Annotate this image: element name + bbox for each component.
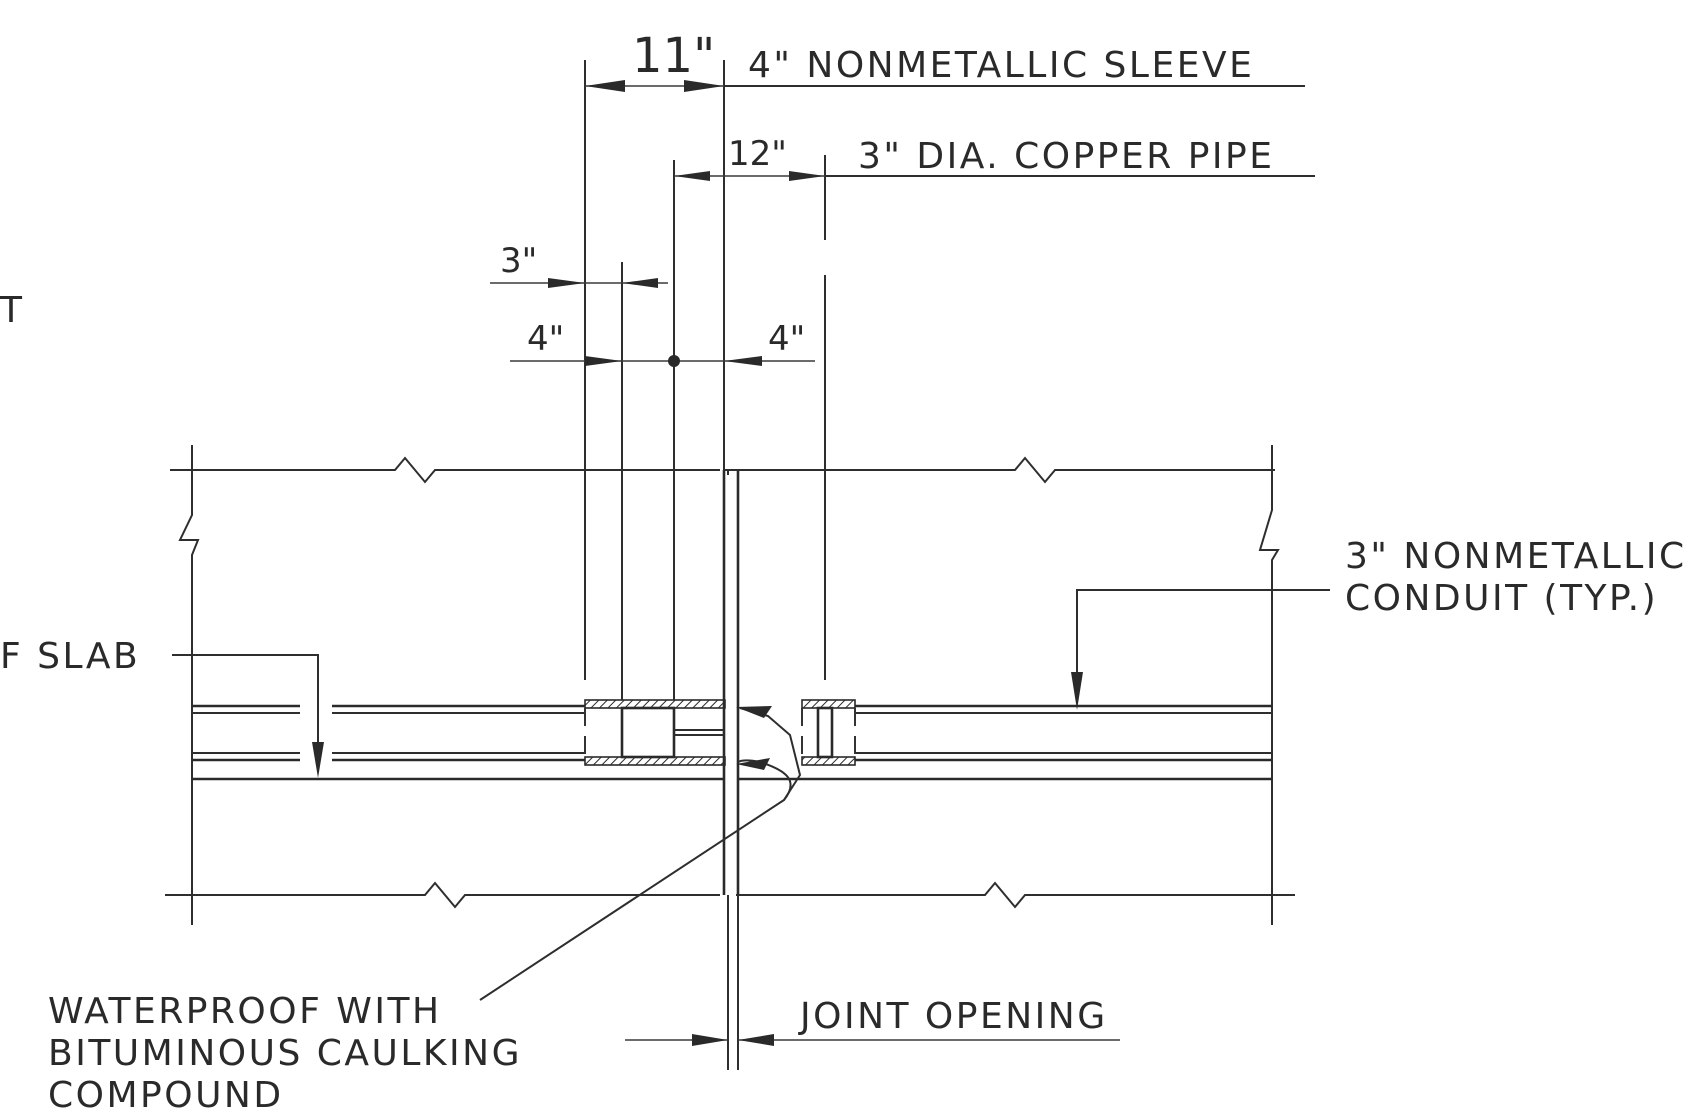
- label-joint-opening: JOINT OPENING: [798, 996, 1108, 1037]
- dim-4-left-label: 4": [527, 319, 564, 359]
- center-point-marker: [668, 355, 680, 367]
- extension-lines: [584, 60, 826, 700]
- label-waterproof-line2: BITUMINOUS CAULKING: [48, 1033, 522, 1074]
- slab-outline: [165, 445, 1295, 925]
- dim-4-right-label: 4": [768, 319, 805, 359]
- label-sleeve: 4" NONMETALLIC SLEEVE: [748, 45, 1254, 86]
- label-partial-t: T: [0, 290, 25, 331]
- label-waterproof-line3: COMPOUND: [48, 1075, 284, 1115]
- nonmetallic-sleeve-right: [801, 699, 856, 766]
- dimension-12: 12": [674, 134, 825, 181]
- label-conduit-line1: 3" NONMETALLIC: [1345, 536, 1687, 577]
- dim-11-label: 11": [632, 28, 715, 84]
- dimension-3: 3": [490, 241, 668, 288]
- label-conduit-line2: CONDUIT (TYP.): [1345, 578, 1658, 619]
- dimension-4: 4" 4": [510, 319, 815, 367]
- label-waterproof-line1: WATERPROOF WITH: [48, 991, 442, 1032]
- label-slab-partial: F SLAB: [0, 636, 140, 677]
- leader-lines: [172, 85, 1330, 1046]
- dim-3-label: 3": [500, 241, 537, 281]
- conduit-lines: [192, 704, 1272, 781]
- nonmetallic-sleeve-left: [584, 699, 726, 766]
- labels: 4" NONMETALLIC SLEEVE 3" DIA. COPPER PIP…: [0, 45, 1687, 1115]
- dimension-11: 11": [585, 28, 724, 92]
- dim-12-label: 12": [728, 134, 787, 174]
- joint-opening-lines: [722, 469, 740, 1070]
- label-copper-pipe: 3" DIA. COPPER PIPE: [858, 136, 1275, 177]
